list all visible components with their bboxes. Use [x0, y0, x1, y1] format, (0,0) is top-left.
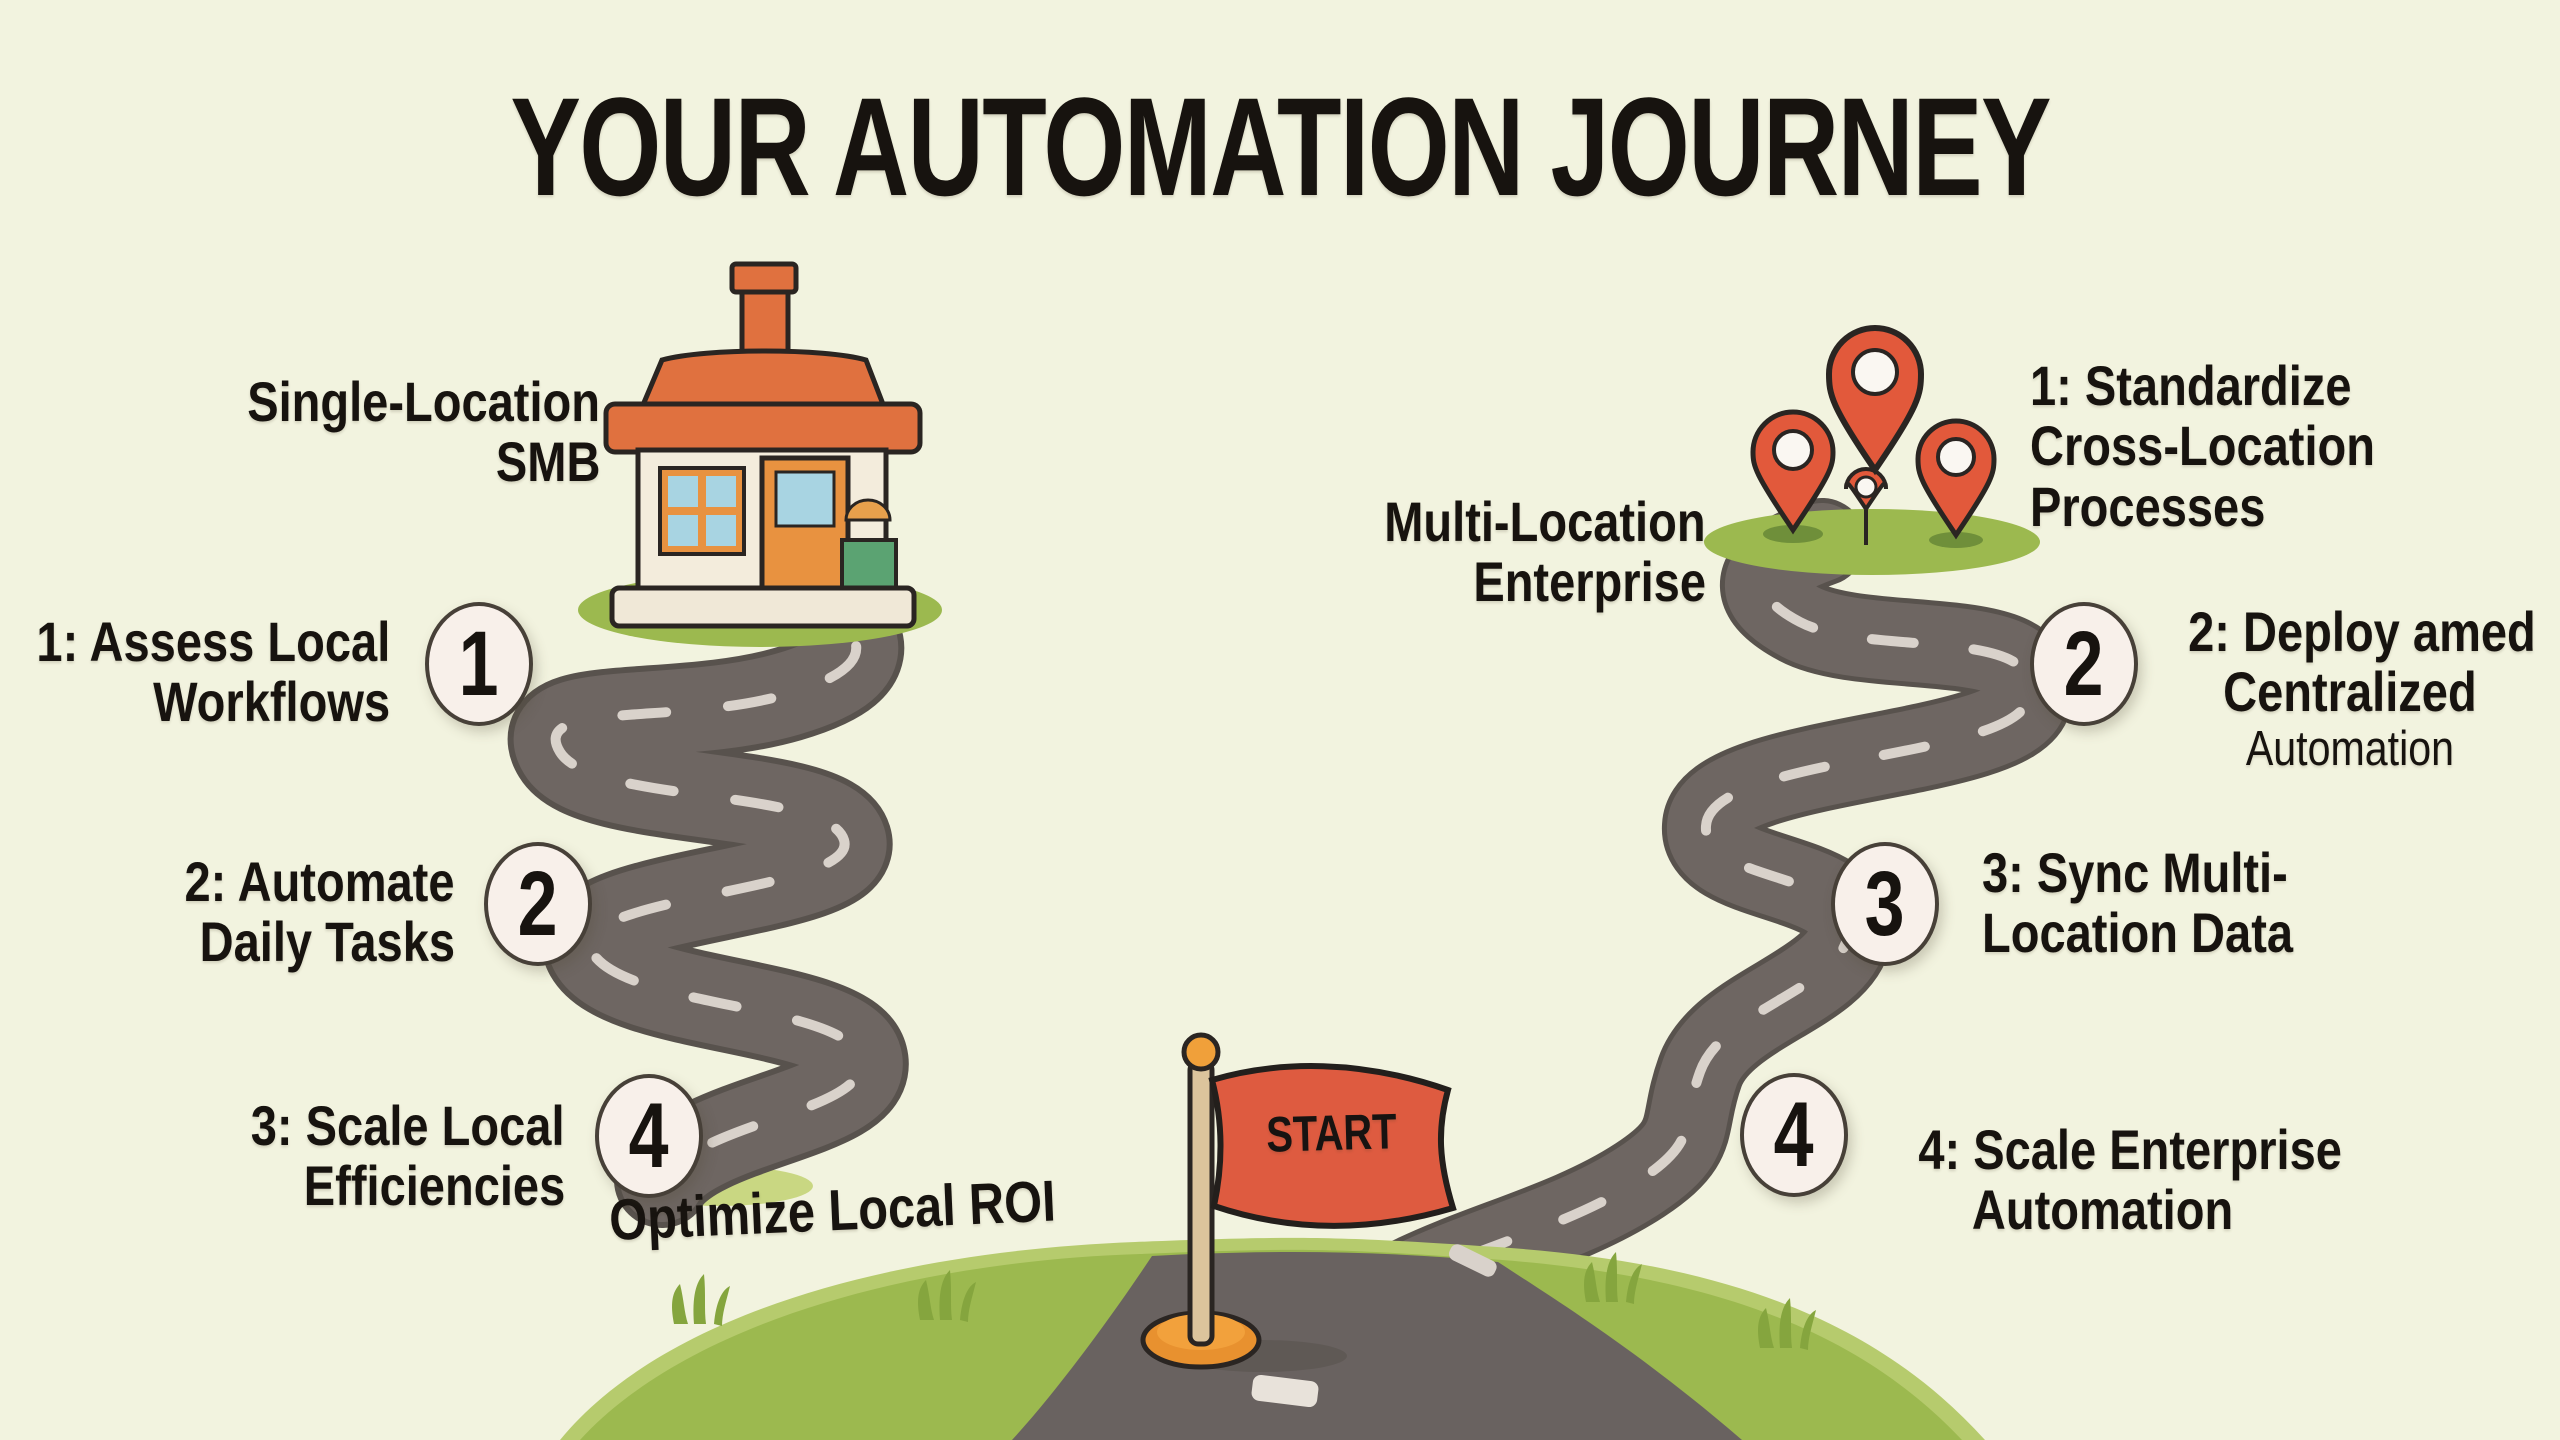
road-dash-line [1403, 537, 2036, 1287]
left-step-1-badge: 1 [425, 602, 533, 726]
step-label-line: Daily Tasks [199, 910, 455, 974]
map-pin-big [1825, 325, 1925, 476]
step-label-line: 4: Scale Enterprise [1918, 1118, 2342, 1181]
storefront-platform [609, 585, 917, 629]
road-dash-line [550, 583, 866, 1185]
winding-road-right [1364, 498, 2074, 1326]
branch-name-line: Enterprise [1473, 550, 1706, 614]
badge-number: 4 [1774, 1084, 1814, 1186]
flag-knob [1181, 1032, 1221, 1072]
branch-name-line: Multi-Location [1384, 490, 1706, 553]
roof-upper [636, 348, 890, 415]
step-label-line: Automation [1972, 1178, 2234, 1242]
step-label-line: 3: Sync Multi- [1982, 841, 2288, 904]
left-step-1-label: 1: Assess Local Workflows [0, 610, 390, 734]
right-step-2-label: 2: Deploy amed Centralized Automation [2155, 600, 2545, 776]
pin-shadow [1929, 532, 1983, 548]
step-label-line: 2: Deploy amed [2188, 600, 2536, 663]
left-branch-name: Single-Location SMB [180, 370, 600, 494]
chimney-cap [729, 261, 799, 295]
map-pin-right [1915, 418, 1997, 540]
badge-number: 2 [2064, 613, 2104, 715]
badge-number: 4 [629, 1085, 669, 1187]
right-step-4-badge: 4 [1740, 1073, 1848, 1197]
page-title: YOUR AUTOMATION JOURNEY [510, 68, 2051, 225]
step-label-line: Centralized [2223, 660, 2477, 724]
badge-number: 2 [518, 853, 558, 955]
step-label-subline: Automation [2245, 721, 2455, 776]
green-crate [840, 538, 898, 592]
flag-pole [1187, 1059, 1215, 1347]
map-pins-cluster-icon [1704, 325, 2040, 575]
right-step-4-label: 4: Scale Enterprise Automation [1878, 1119, 2342, 1242]
bottom-hill [560, 1237, 1985, 1440]
badge-number: 1 [459, 613, 499, 715]
right-step-3-label: 3: Sync Multi- Location Data [1982, 841, 2352, 965]
road-dash [1448, 1244, 1497, 1277]
step-label-line: 1: Standardize [2030, 354, 2352, 417]
awning-item [844, 498, 892, 522]
right-step-2-badge: 2 [2030, 602, 2138, 726]
step-label-line: Location Data [1982, 901, 2294, 965]
step-label-line: Workflows [153, 670, 390, 734]
pins-grass-mound [1704, 509, 2040, 575]
left-step-3-badge: 4 [595, 1074, 703, 1198]
flag-banner [1208, 1063, 1457, 1229]
roof-slab [603, 401, 923, 455]
branch-name-line: Single-Location [247, 370, 600, 433]
left-step-3-label: 3: Scale Local Efficiencies [191, 1094, 565, 1218]
step-label-line: Cross-Location [2030, 414, 2375, 478]
storefront-house-icon [578, 261, 942, 647]
left-step-2-label: 2: Automate Daily Tasks [133, 850, 455, 974]
right-branch-name: Multi-Location Enterprise [1323, 490, 1706, 614]
step-label-line: 2: Automate [184, 850, 455, 913]
step-label-line: Processes [2030, 474, 2266, 538]
right-step-1-label: 1: Standardize Cross-Location Processes [2030, 354, 2441, 538]
step-label-line: 1: Assess Local [36, 610, 390, 673]
branch-name-line: SMB [495, 430, 600, 494]
winding-road-left [508, 540, 909, 1228]
badge-number: 3 [1865, 853, 1905, 955]
right-step-3-badge: 3 [1831, 842, 1939, 966]
step-label-line: 3: Scale Local [251, 1094, 565, 1157]
road-dash [1251, 1374, 1319, 1408]
step-label-line: Efficiencies [303, 1154, 565, 1218]
left-step-2-badge: 2 [484, 842, 592, 966]
start-flag-icon [1140, 1032, 1457, 1372]
door-glass [774, 470, 836, 528]
start-flag-label: START [1265, 1103, 1397, 1163]
